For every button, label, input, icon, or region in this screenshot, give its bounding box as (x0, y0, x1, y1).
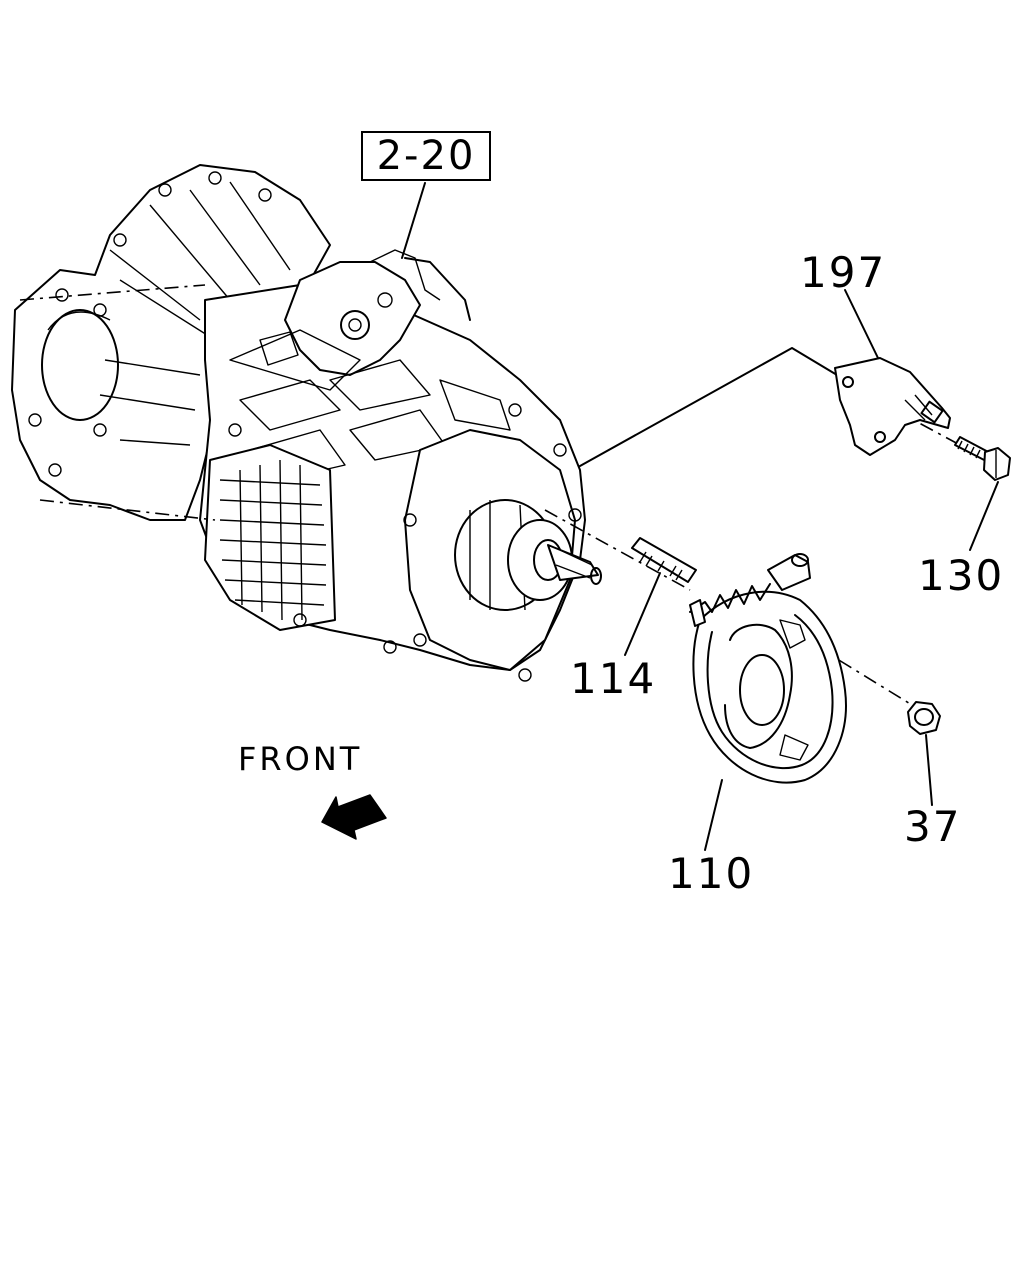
leader-2-20 (401, 182, 426, 259)
front-arrow-icon (321, 794, 387, 840)
front-direction-label: FRONT (238, 740, 363, 778)
bolt-130-part (954, 436, 1011, 481)
leader-110 (704, 779, 723, 851)
stud-114-part (631, 537, 697, 583)
leader-197 (844, 289, 879, 359)
centerline-nut (789, 629, 913, 706)
brake-shoe-110-part (689, 553, 847, 784)
leader-114 (624, 572, 661, 656)
bracket-197-part (834, 357, 951, 456)
callout-130[interactable]: 130 (918, 551, 1005, 600)
transmission-assembly (11, 164, 602, 682)
centerline-bell-2 (39, 499, 216, 521)
callout-37[interactable]: 37 (904, 802, 962, 851)
leader-197-mount (579, 347, 843, 467)
callout-197[interactable]: 197 (800, 248, 887, 297)
callout-110[interactable]: 110 (668, 849, 755, 898)
nut-37-part (907, 701, 941, 735)
callout-114[interactable]: 114 (570, 654, 657, 703)
centerline-shaft (544, 509, 691, 591)
leader-37 (925, 734, 933, 806)
leader-130 (969, 481, 999, 551)
centerline-bell-1 (19, 284, 206, 301)
reference-box[interactable]: 2-20 (361, 131, 491, 181)
